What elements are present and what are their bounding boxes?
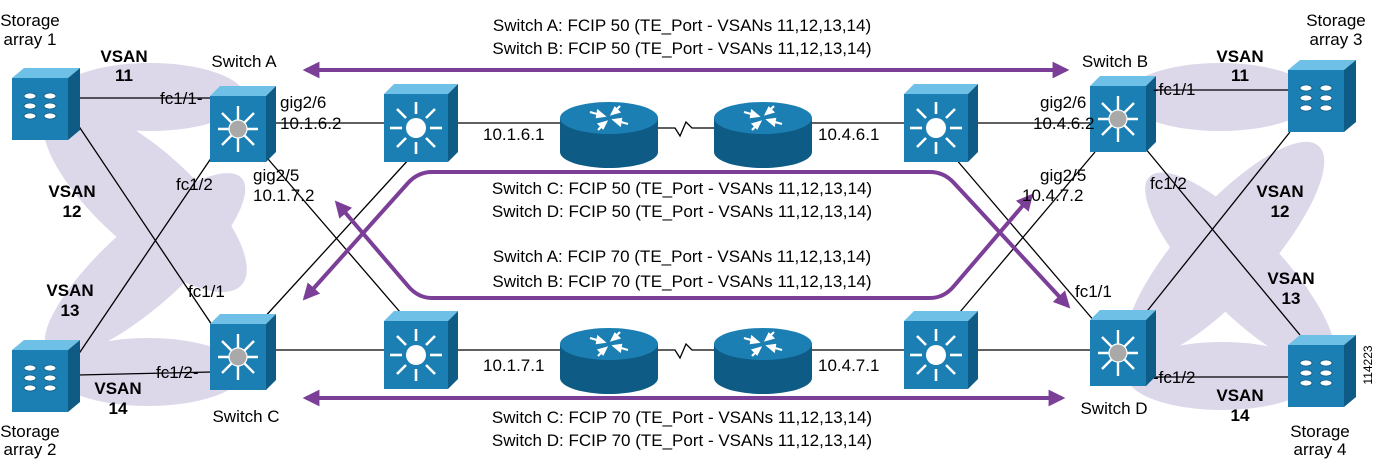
switch-c-fc11-label: fc1/1 bbox=[188, 282, 225, 301]
link-switchD-storage3 bbox=[1139, 131, 1291, 321]
wan-link-bottom bbox=[657, 342, 715, 360]
router-icon bbox=[560, 328, 658, 394]
storage-array-1-label-line2: array 1 bbox=[4, 30, 57, 49]
switch-a-fc12-label: fc1/2 bbox=[176, 175, 213, 194]
mds-switch-icon bbox=[210, 314, 276, 390]
vsan-12-right-number: 12 bbox=[1271, 202, 1290, 221]
link-l3sw2-switchD bbox=[954, 157, 1096, 323]
storage-array-2-label-line1: Storage bbox=[0, 422, 60, 441]
mds-switch-icon bbox=[210, 86, 276, 162]
storage-array-icon bbox=[1288, 60, 1356, 132]
router-2-ip: 10.4.6.1 bbox=[818, 125, 879, 144]
vsan-14-left-zone bbox=[53, 338, 243, 406]
layer3-switch-icon bbox=[904, 311, 978, 389]
switch-a-fc11-label: fc1/1- bbox=[160, 89, 203, 108]
caption-bottom-line1: Switch C: FCIP 70 (TE_Port - VSANs 11,12… bbox=[492, 408, 872, 427]
wan-link-top bbox=[657, 120, 715, 138]
switch-d-fc12-label: -fc1/2 bbox=[1153, 368, 1196, 387]
vsan-11-left-number: 11 bbox=[115, 66, 133, 85]
mds-switch-icon bbox=[1090, 76, 1156, 152]
router-icon bbox=[560, 102, 658, 168]
vsan-14-right-number: 14 bbox=[1231, 406, 1250, 425]
vsan-13-right-number: 13 bbox=[1282, 289, 1301, 308]
switch-b-gig26-ip: 10.4.6.2 bbox=[1033, 114, 1094, 133]
caption-bottom-line2: Switch D: FCIP 70 (TE_Port - VSANs 11,12… bbox=[492, 431, 872, 450]
mds-switch-icon bbox=[1090, 310, 1156, 386]
vsan-11-right-number: 11 bbox=[1231, 66, 1249, 85]
switch-d-fc11-label: fc1/1 bbox=[1075, 282, 1112, 301]
vsan-13-left-label: VSAN bbox=[46, 281, 93, 300]
storage-array-4-label-line1: Storage bbox=[1290, 422, 1350, 441]
switch-a-gig25-ip: 10.1.7.2 bbox=[253, 186, 314, 205]
caption-top-line1: Switch A: FCIP 50 (TE_Port - VSANs 11,12… bbox=[493, 16, 871, 35]
vsan-12-right-label: VSAN bbox=[1256, 182, 1303, 201]
layer3-switch-icon bbox=[384, 84, 458, 162]
switch-a-label: Switch A bbox=[211, 52, 277, 71]
vsan-13-left-number: 13 bbox=[61, 301, 80, 320]
link-switchC-l3sw1 bbox=[261, 157, 411, 321]
vsan-12-left-label: VSAN bbox=[48, 182, 95, 201]
router-4-ip: 10.4.7.1 bbox=[818, 356, 879, 375]
switch-c-fc12-label: fc1/2- bbox=[156, 363, 199, 382]
switch-b-gig26-label: gig2/6 bbox=[1040, 93, 1086, 112]
vsan-13-right-label: VSAN bbox=[1267, 269, 1314, 288]
vsan-11-left-label: VSAN bbox=[100, 47, 147, 66]
vsan-14-left-number: 14 bbox=[109, 399, 128, 418]
storage-array-1-label-line1: Storage bbox=[0, 11, 60, 30]
caption-mid-line2: Switch D: FCIP 50 (TE_Port - VSANs 11,12… bbox=[492, 202, 872, 221]
link-switchB-storage4 bbox=[1144, 147, 1301, 336]
link-storage2-switchA bbox=[77, 144, 221, 356]
storage-array-3-label-line1: Storage bbox=[1306, 11, 1366, 30]
layer3-switch-icon bbox=[384, 311, 458, 389]
storage-array-3-label-line2: array 3 bbox=[1310, 30, 1363, 49]
router-3-ip: 10.1.7.1 bbox=[483, 356, 544, 375]
switch-a-gig26-ip: 10.1.6.2 bbox=[280, 114, 341, 133]
router-1-ip: 10.1.6.1 bbox=[483, 125, 544, 144]
vsan-13-left-zone bbox=[44, 173, 246, 357]
switch-a-gig26-label: gig2/6 bbox=[280, 93, 326, 112]
switch-a-gig25-label: gig2/5 bbox=[253, 166, 299, 185]
vsan-14-right-zone bbox=[1127, 342, 1317, 410]
switch-b-gig25-label: gig2/5 bbox=[1040, 166, 1086, 185]
switch-b-label: Switch B bbox=[1082, 52, 1148, 71]
switch-b-fc12-label: fc1/2 bbox=[1150, 174, 1187, 193]
storage-array-icon bbox=[12, 68, 80, 140]
layer3-switch-icon bbox=[904, 84, 978, 162]
storage-array-icon bbox=[1288, 335, 1356, 407]
switch-b-gig25-ip: 10.4.7.2 bbox=[1022, 186, 1083, 205]
vsan-12-left-number: 12 bbox=[63, 202, 82, 221]
link-storage1-switchC bbox=[77, 124, 213, 326]
links bbox=[77, 89, 1301, 378]
storage-array-icon bbox=[12, 340, 80, 412]
router-icon bbox=[714, 328, 812, 394]
caption-mid-line3: Switch A: FCIP 70 (TE_Port - VSANs 11,12… bbox=[493, 247, 871, 266]
caption-mid-line1: Switch C: FCIP 50 (TE_Port - VSANs 11,12… bbox=[492, 179, 872, 198]
caption-mid-line4: Switch B: FCIP 70 (TE_Port - VSANs 11,12… bbox=[492, 272, 871, 291]
fcip70-arrow-ab bbox=[334, 193, 1034, 300]
switch-b-fc11-label: -fc1/1 bbox=[1153, 80, 1196, 99]
caption-top-line2: Switch B: FCIP 50 (TE_Port - VSANs 11,12… bbox=[492, 39, 871, 58]
vsan-11-right-zone bbox=[1125, 63, 1315, 131]
switch-c-label: Switch C bbox=[212, 407, 279, 426]
storage-array-4-label-line2: array 4 bbox=[1294, 440, 1347, 459]
vsan-14-left-label: VSAN bbox=[94, 379, 141, 398]
link-storage2-switchC bbox=[77, 371, 213, 376]
fcip-arrows bbox=[302, 61, 1071, 407]
vsan-14-right-label: VSAN bbox=[1216, 386, 1263, 405]
fcip50-arrow-cd bbox=[302, 170, 1071, 309]
switch-d-label: Switch D bbox=[1080, 399, 1147, 418]
vsan-11-right-label: VSAN bbox=[1216, 47, 1263, 66]
router-icon bbox=[714, 102, 812, 168]
storage-array-2-label-line2: array 2 bbox=[4, 440, 57, 459]
figure-id: 114223 bbox=[1361, 345, 1375, 384]
